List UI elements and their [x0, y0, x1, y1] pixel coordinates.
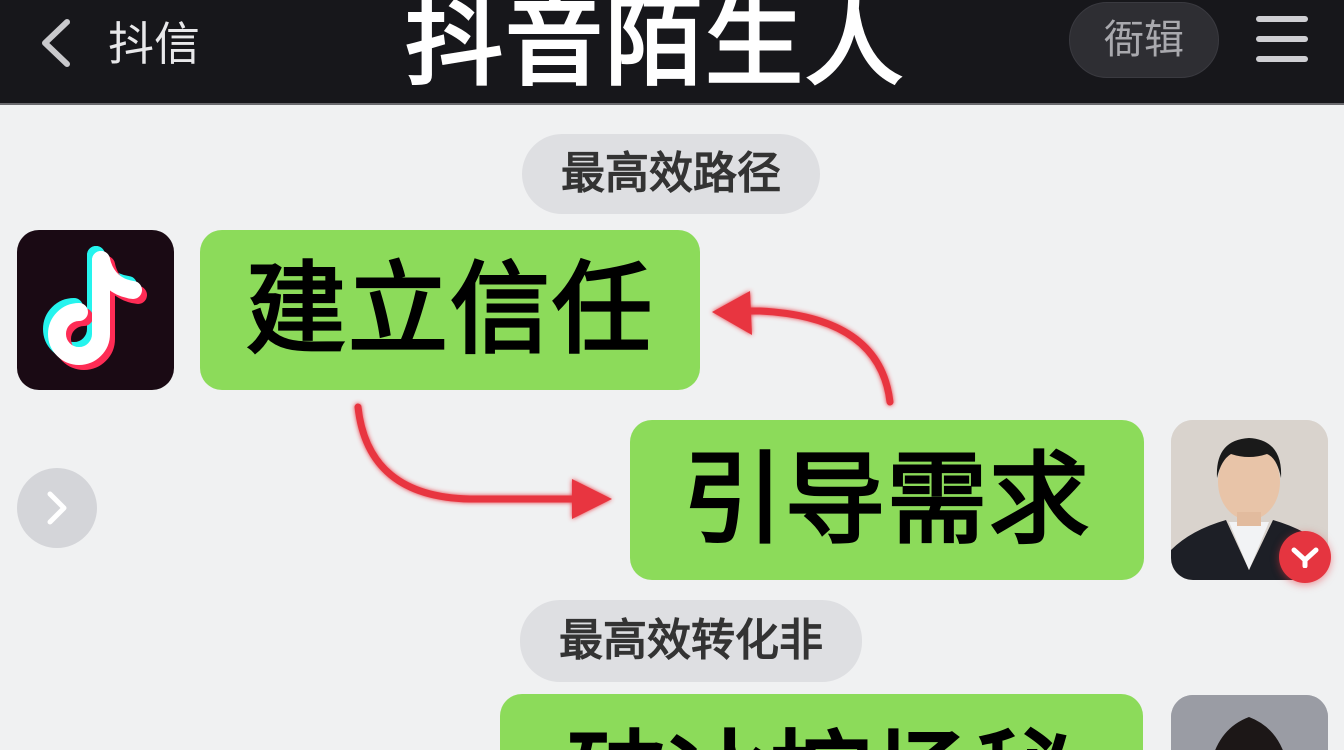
sender-avatar-man[interactable]: [1171, 420, 1328, 580]
sender-avatar-tiktok[interactable]: [17, 230, 174, 390]
verified-badge: [1279, 531, 1331, 583]
avatar-man-image: [1171, 420, 1328, 580]
chevron-right-icon: [47, 491, 67, 525]
top-nav-bar: 抖信 抖音陌生人 衙辑: [0, 0, 1344, 105]
hamburger-menu-icon: [1256, 16, 1308, 22]
section-label: 最高效路径: [522, 134, 820, 214]
avatar-woman-image: [1171, 695, 1328, 750]
sender-avatar-woman[interactable]: [1171, 695, 1328, 750]
section-label: 最高效转化非: [520, 600, 862, 682]
message-bubble[interactable]: 建立信任: [200, 230, 700, 390]
page-title: 抖音陌生人: [405, 0, 906, 100]
menu-button[interactable]: [1252, 14, 1312, 64]
message-bubble[interactable]: 破冰控场秘: [500, 694, 1143, 750]
back-button[interactable]: [30, 18, 80, 68]
chat-area[interactable]: 最高效路径 建立信任 引导需求: [0, 107, 1344, 750]
back-label[interactable]: 抖信: [108, 17, 200, 71]
chevron-left-icon: [42, 19, 70, 67]
expand-button[interactable]: [17, 468, 97, 548]
message-bubble[interactable]: 引导需求: [630, 420, 1144, 580]
arrow-trust-to-demand: [354, 403, 612, 519]
arrow-demand-to-trust: [712, 291, 894, 406]
edit-button[interactable]: 衙辑: [1069, 2, 1219, 78]
checkmark-badge-icon: [1291, 547, 1319, 568]
tiktok-logo-icon: [43, 246, 147, 370]
